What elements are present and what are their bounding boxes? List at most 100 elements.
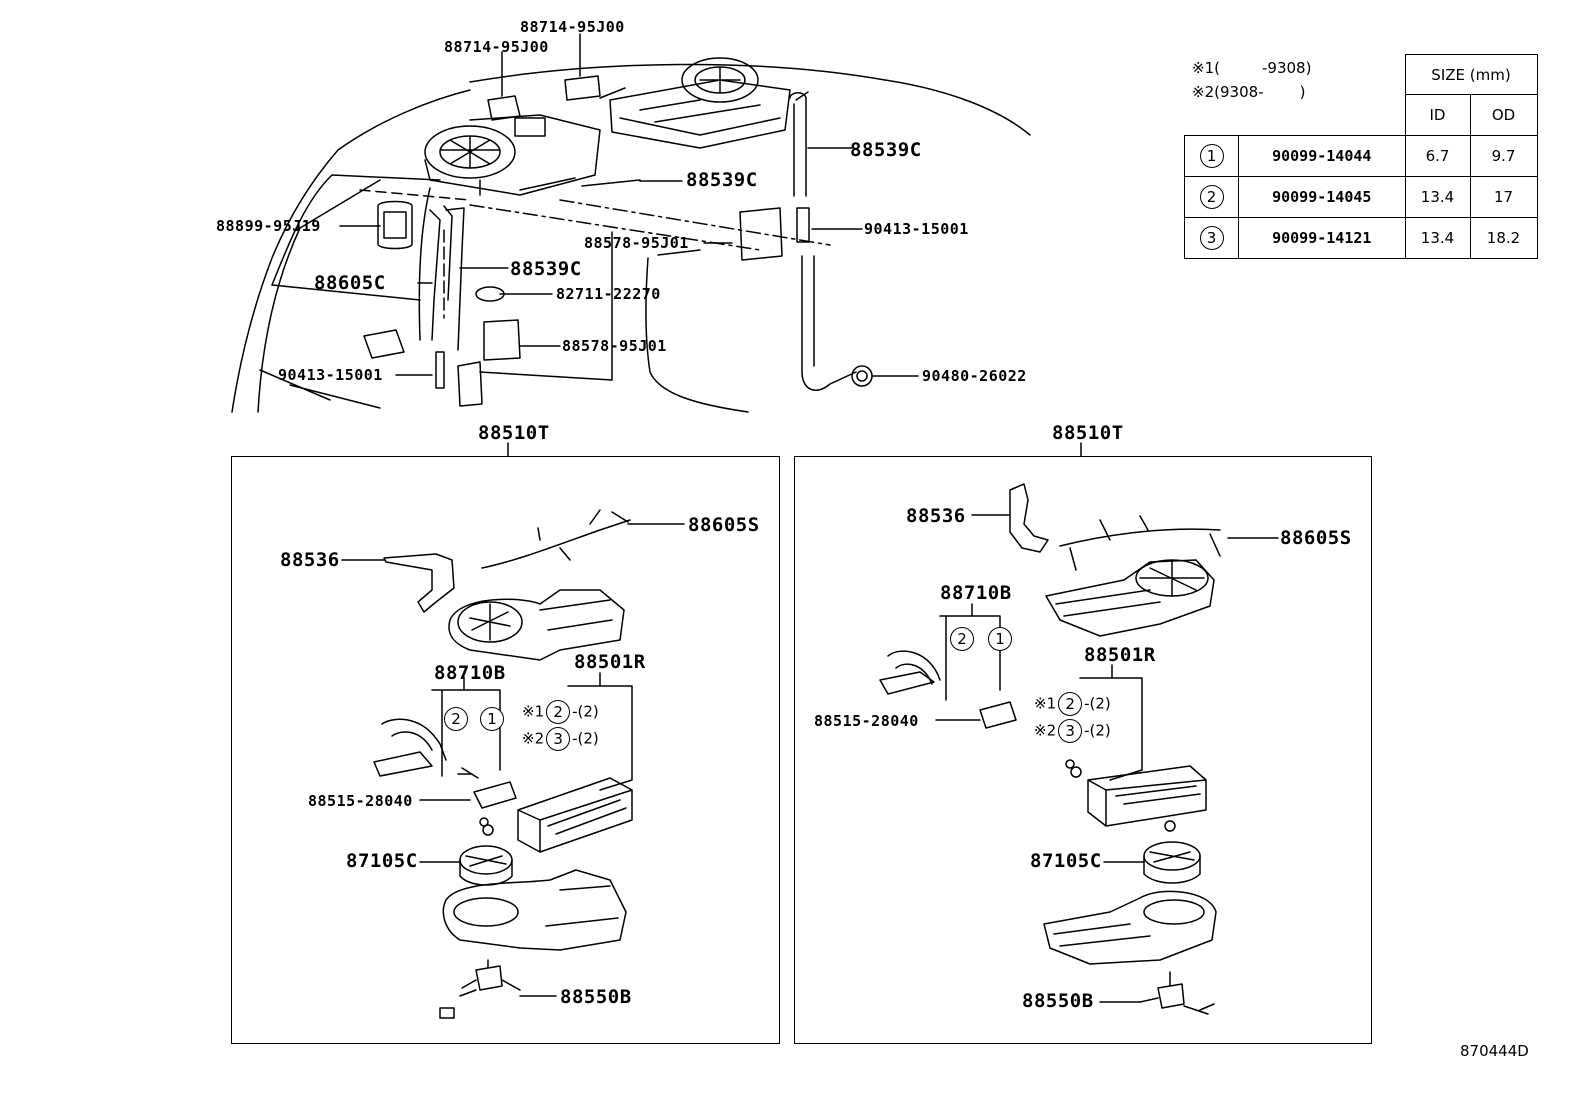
bracket-88536-right	[1009, 483, 1049, 553]
gasket-88714-a	[487, 95, 521, 121]
cover-88578-a	[739, 207, 783, 261]
panel-2-label-blower: 87105C	[1030, 850, 1102, 872]
size-table-header: SIZE (mm)	[1404, 54, 1538, 95]
callout-88539c-duct: 88539C	[686, 169, 758, 191]
panel-2-label-valve-set: 88710B	[940, 582, 1012, 604]
evaporator-88501r-right	[1087, 765, 1207, 827]
callout-qty: -(2)	[1084, 721, 1111, 740]
hose-joint-90413	[796, 207, 810, 243]
table-cell-od: 9.7	[1469, 135, 1538, 177]
cover-88578-b	[483, 319, 521, 361]
panel-2-label-bracket: 88536	[906, 505, 966, 527]
note-1-mark: ※1	[1192, 59, 1215, 77]
bracket-88536-left	[383, 553, 455, 613]
item-number-circle: 3	[1199, 226, 1224, 250]
callout-88605c: 88605C	[314, 272, 386, 294]
gasket-88714-b	[564, 75, 601, 101]
item-number-circle: 1	[1199, 144, 1224, 168]
panel-2-label-evaporator: 88501R	[1084, 644, 1156, 666]
bracket-88899	[377, 200, 413, 250]
callout-82711-22270: 82711-22270	[556, 285, 661, 303]
callout-circle: 3	[546, 727, 571, 751]
pipe-88710b-left	[373, 718, 447, 777]
panel-1-label-evaporator: 88501R	[574, 651, 646, 673]
callout-88899-95j19: 88899-95J19	[216, 217, 321, 235]
harness-88605s-left	[481, 509, 631, 569]
harness-88605s-right	[1059, 515, 1221, 571]
pipe-88710b-right	[879, 650, 941, 695]
callout-88539c-drain-hose: 88539C	[850, 139, 922, 161]
vehicle-body-outline	[231, 63, 1031, 413]
panel-2-label-harness: 88605S	[1280, 527, 1352, 549]
table-row: 3 90099-14121 13.4 18.2	[1184, 217, 1538, 259]
overhead-ac-unit	[424, 57, 791, 196]
drain-hose-88539c	[789, 92, 807, 197]
panel-1-label-blower: 87105C	[346, 850, 418, 872]
upper-case-right	[1045, 559, 1215, 637]
panel-2-title: 88510T	[1052, 422, 1124, 444]
panel-1-label-harness: 88605S	[688, 514, 760, 536]
panel-2-valve-circle-a: 2	[950, 627, 974, 651]
table-cell-part: 90099-14044	[1238, 135, 1406, 177]
pipe-88605c	[429, 205, 453, 341]
callout-mark: ※2	[522, 729, 545, 748]
table-cell-part: 90099-14045	[1238, 176, 1406, 218]
note-1-range: -9308)	[1261, 59, 1312, 77]
grommet-90480	[851, 365, 873, 387]
callout-88714-95j00-lower: 88714-95J00	[444, 38, 549, 56]
callout-circle: 2	[1058, 692, 1083, 716]
motor-88550b-left	[459, 959, 521, 997]
panel-1-valve-circle-b: 1	[480, 707, 504, 731]
callout-qty: -(2)	[1084, 694, 1111, 713]
panel-1-frame	[231, 456, 780, 1044]
panel-2-frame	[794, 456, 1372, 1044]
callout-88714-95j00-upper: 88714-95J00	[520, 18, 625, 36]
lower-case-right	[1043, 890, 1217, 965]
callout-qty: -(2)	[572, 729, 599, 748]
callout-88578-95j01-upper: 88578-95J01	[584, 234, 689, 252]
clamp-82711	[475, 286, 505, 302]
note-model-range-1: ※1( -9308)	[1192, 58, 1311, 78]
table-cell-od: 17	[1469, 176, 1538, 218]
panel-2-label-motor: 88550B	[1022, 990, 1094, 1012]
table-cell-part: 90099-14121	[1238, 217, 1406, 259]
panel-1-label-valve-set: 88710B	[434, 662, 506, 684]
callout-88578-95j01-lower: 88578-95J01	[562, 337, 667, 355]
panel-1-valve-circle-a: 2	[444, 707, 468, 731]
exp-valve-88515-left	[473, 781, 517, 809]
callout-qty: -(2)	[572, 702, 599, 721]
callout-90413-15001-left: 90413-15001	[278, 366, 383, 384]
motor-88550b-right	[1139, 971, 1215, 1015]
callout-88539c-pipe: 88539C	[510, 258, 582, 280]
evaporator-88501r-left	[517, 777, 633, 853]
panel-1-label-exp-valve: 88515-28040	[308, 792, 413, 810]
table-cell-id: 13.4	[1404, 217, 1471, 259]
callout-90413-15001-right: 90413-15001	[864, 220, 969, 238]
table-row: 2 90099-14045 13.4 17	[1184, 176, 1538, 218]
panel-2-valve-circle-b: 1	[988, 627, 1012, 651]
table-cell-id: 13.4	[1404, 176, 1471, 218]
o-ring-size-table: SIZE (mm) ID OD 1 90099-14044 6.7 9.7 2 …	[1184, 54, 1538, 259]
exp-valve-88515-right	[979, 701, 1017, 729]
panel-1-label-motor: 88550B	[560, 986, 632, 1008]
callout-circle: 2	[546, 700, 571, 724]
table-cell-od: 18.2	[1469, 217, 1538, 259]
callout-circle: 3	[1058, 719, 1083, 743]
table-cell-id: 6.7	[1404, 135, 1471, 177]
size-table-col-id: ID	[1404, 94, 1471, 136]
size-table-col-od: OD	[1469, 94, 1538, 136]
callout-mark: ※1	[522, 702, 545, 721]
table-row: 1 90099-14044 6.7 9.7	[1184, 135, 1538, 177]
figure-id: 870444D	[1460, 1042, 1529, 1060]
note-2-close: )	[1299, 83, 1306, 101]
callout-90480-26022: 90480-26022	[922, 367, 1027, 385]
panel-1-label-bracket: 88536	[280, 549, 340, 571]
panel-1-title: 88510T	[478, 422, 550, 444]
note-1-open: (	[1214, 59, 1220, 77]
lower-case-left	[442, 869, 627, 951]
